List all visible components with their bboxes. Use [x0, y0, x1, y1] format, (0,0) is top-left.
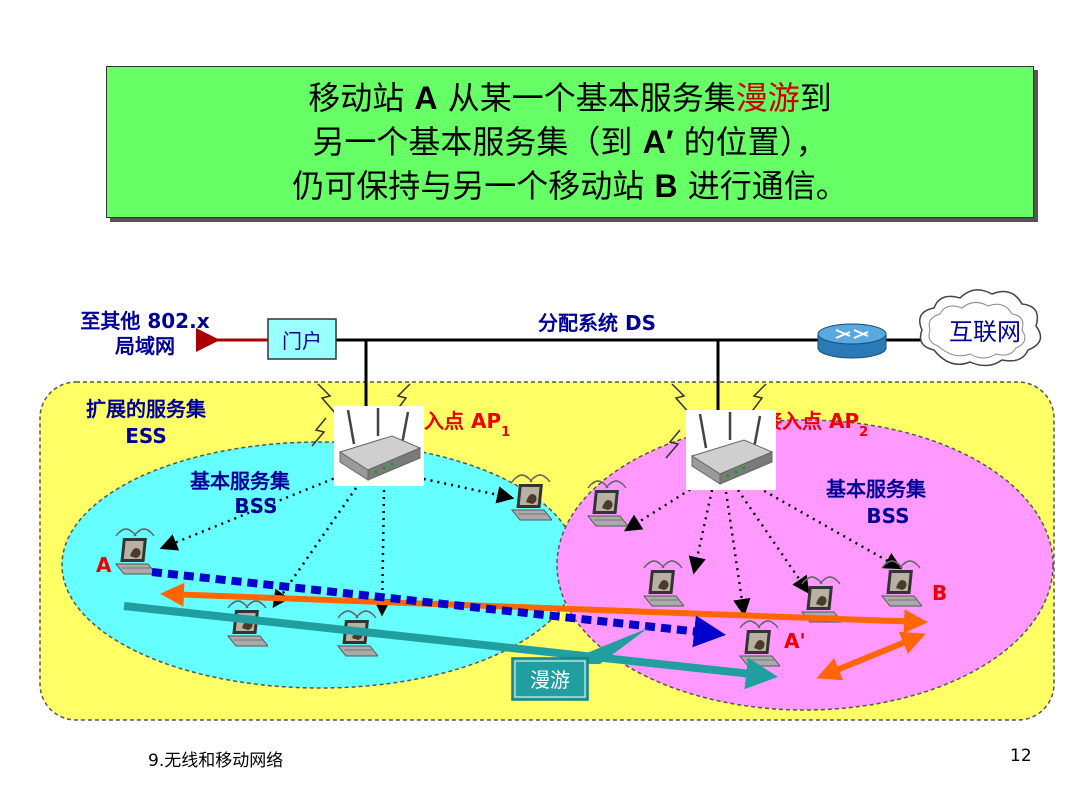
- title-line-2: 另一个基本服务集（到 A′ 的位置），: [312, 120, 827, 164]
- title-box: 移动站 A 从某一个基本服务集漫游到 另一个基本服务集（到 A′ 的位置）， 仍…: [106, 66, 1034, 218]
- title-text: 仍可保持与另一个移动站: [292, 167, 655, 205]
- title-text: 从某一个基本服务集: [437, 79, 736, 117]
- title-text: 的位置），: [673, 123, 828, 161]
- internet-cloud-icon: [919, 289, 1042, 367]
- title-line-3: 仍可保持与另一个移动站 B 进行通信。: [292, 164, 847, 208]
- title-text: 移动站: [308, 79, 415, 117]
- footer-page-number: 12: [1010, 746, 1032, 766]
- bss-2-label-1: 基本服务集: [826, 477, 927, 501]
- footer-chapter: 9.无线和移动网络: [148, 751, 284, 771]
- title-station-a-prime: A′: [642, 124, 674, 160]
- access-point-1-icon: [334, 406, 424, 486]
- roaming-callout-inner: [514, 660, 586, 698]
- station-b-label: B: [932, 581, 947, 605]
- ap2-label: 接入点 AP2: [762, 409, 868, 440]
- ds-label: 分配系统 DS: [538, 311, 656, 335]
- bss-1-label-1: 基本服务集: [190, 469, 291, 493]
- title-station-a: A: [414, 80, 438, 116]
- ap2-wireless-links: [623, 480, 903, 617]
- bss-2-region: [556, 419, 1054, 711]
- portal-label: 门户: [282, 329, 322, 353]
- station-a-prime-label: A': [784, 629, 806, 653]
- other-lan-label-1: 至其他 802.x: [80, 309, 209, 333]
- station-a-label: A: [96, 553, 112, 577]
- title-station-b: B: [654, 168, 678, 204]
- access-point-2-icon: [686, 410, 776, 490]
- other-lan-label-2: 局域网: [114, 334, 175, 358]
- communication-arrow-a-b: [160, 582, 928, 634]
- portal-box: [267, 318, 337, 360]
- ess-label-1: 扩展的服务集: [86, 397, 207, 421]
- roaming-callout-pointer: [560, 628, 648, 664]
- communication-arrow-a-prime-b: [816, 631, 926, 681]
- bss-1-label-2: BSS: [234, 494, 277, 518]
- roaming-label: 漫游: [530, 668, 570, 692]
- title-highlight: 漫游: [735, 79, 800, 117]
- title-text: 到: [799, 79, 832, 117]
- title-line-1: 移动站 A 从某一个基本服务集漫游到: [308, 76, 832, 120]
- ess-label-2: ESS: [125, 424, 167, 448]
- router-icon: [817, 323, 887, 359]
- title-text: 另一个基本服务集（到: [312, 123, 643, 161]
- internet-label: 互联网: [949, 318, 1021, 346]
- bss-2-label-2: BSS: [866, 504, 909, 528]
- roaming-callout-box: [511, 657, 589, 701]
- title-text: 进行通信。: [677, 167, 848, 205]
